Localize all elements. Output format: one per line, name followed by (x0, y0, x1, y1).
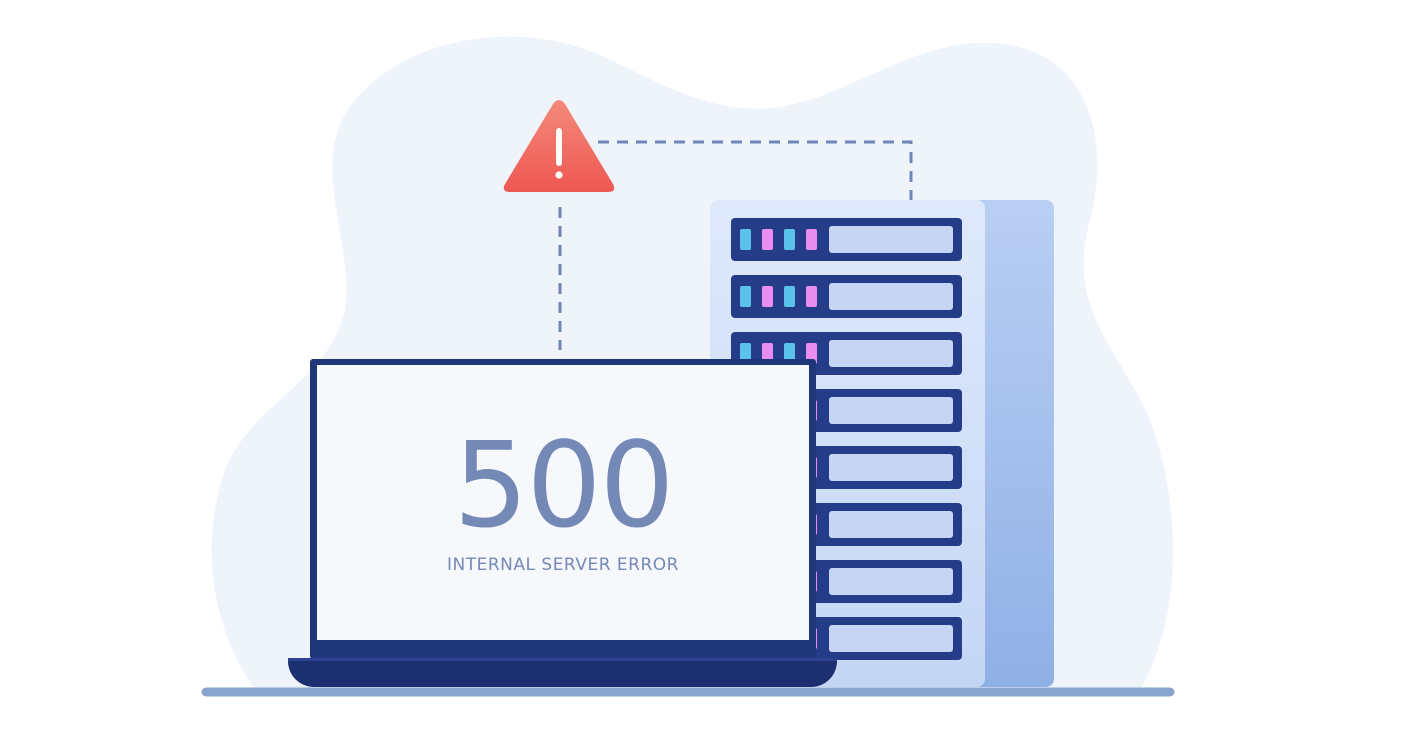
server-led-cyan (784, 229, 795, 250)
server-led-magenta (762, 286, 773, 307)
laptop-screen (317, 365, 809, 640)
server-led-magenta (806, 286, 817, 307)
error-message: INTERNAL SERVER ERROR (447, 555, 679, 575)
server-led-magenta (806, 229, 817, 250)
server-drive-slot (829, 568, 953, 595)
error-code: 500 (453, 416, 674, 554)
server-drive-slot (829, 283, 953, 310)
server-drive-slot (829, 511, 953, 538)
server-led-cyan (740, 286, 751, 307)
server-led-magenta (762, 229, 773, 250)
server-led-cyan (740, 229, 751, 250)
server-drive-slot (829, 625, 953, 652)
dashed-connector-server (598, 140, 913, 200)
laptop-base (288, 658, 837, 687)
server-drive-slot (829, 397, 953, 424)
server-drive-slot (829, 226, 953, 253)
server-led-magenta (762, 343, 773, 364)
server-led-cyan (784, 343, 795, 364)
laptop-base-lip (288, 658, 837, 661)
server-unit (731, 218, 962, 261)
server-unit (731, 275, 962, 318)
server-led-cyan (740, 343, 751, 364)
server-led-cyan (784, 286, 795, 307)
server-led-magenta (806, 343, 817, 364)
server-drive-slot (829, 340, 953, 367)
server-drive-slot (829, 454, 953, 481)
warning-triangle-icon (503, 100, 615, 192)
